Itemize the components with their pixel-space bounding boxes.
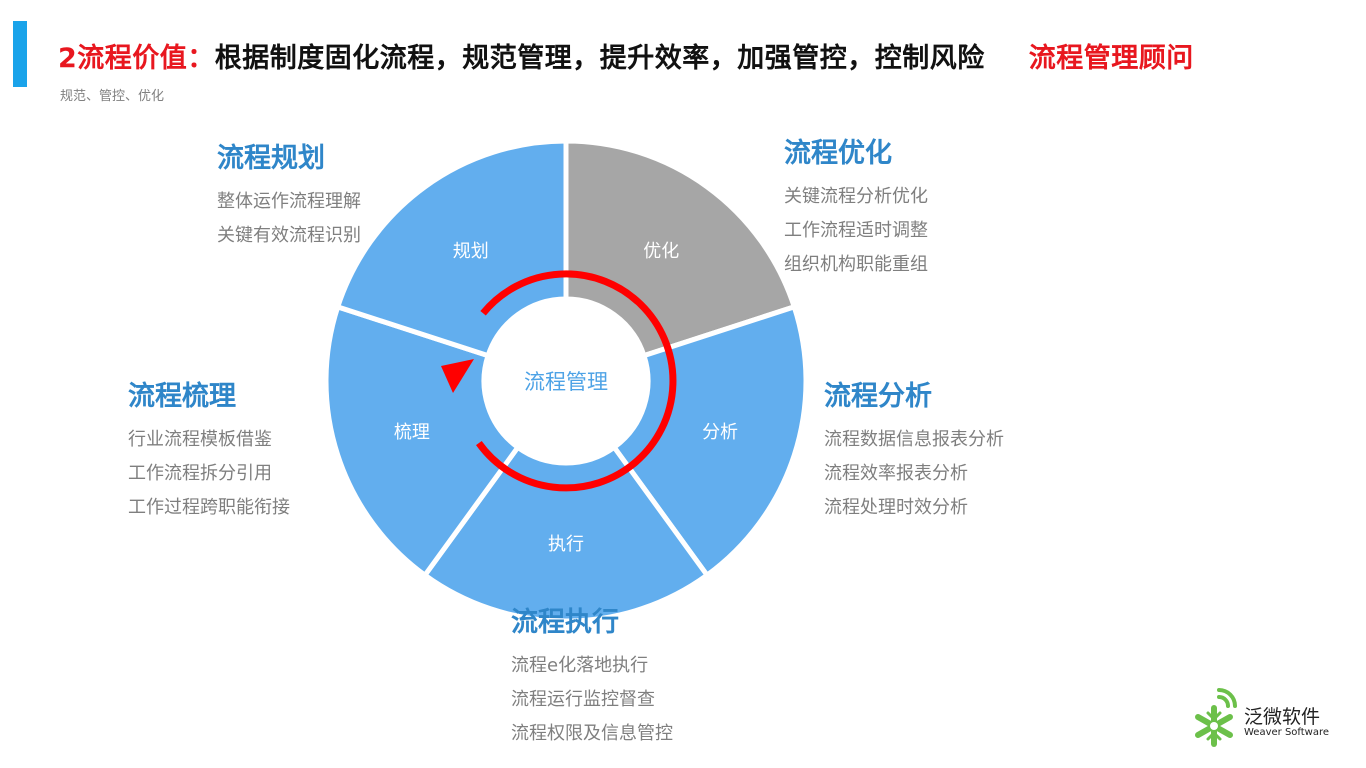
- wheel-segment-label: 执行: [548, 534, 584, 555]
- block-optimize-title: 流程优化: [784, 138, 892, 169]
- title-main: 根据制度固化流程，规范管理，提升效率，加强管控，控制风险: [214, 43, 985, 74]
- block-optimize-item: 组织机构职能重组: [784, 254, 928, 275]
- wheel-segment-label: 分析: [702, 422, 738, 443]
- block-execution-item: 流程运行监控督查: [511, 689, 655, 710]
- page-title: 2流程价值：根据制度固化流程，规范管理，提升效率，加强管控，控制风险 流程管理顾问: [58, 36, 1194, 75]
- title-tag: 流程管理顾问: [1028, 43, 1194, 74]
- wheel-center-label: 流程管理: [524, 370, 608, 394]
- block-planning-item: 整体运作流程理解: [217, 191, 361, 212]
- block-execution: 流程执行 流程e化落地执行 流程运行监控督查 流程权限及信息管控: [511, 600, 673, 751]
- block-analysis-item: 流程数据信息报表分析: [824, 429, 1004, 450]
- title-prefix: 2流程价值：: [58, 43, 215, 74]
- cycle-arrow-arc: [476, 270, 677, 492]
- cycle-arrow-head: [441, 359, 474, 393]
- logo-name-en: Weaver Software: [1244, 727, 1330, 738]
- block-sorting: 流程梳理 行业流程模板借鉴 工作流程拆分引用 工作过程跨职能衔接: [128, 374, 290, 525]
- block-analysis-item: 流程效率报表分析: [824, 463, 968, 484]
- accent-bar: [13, 21, 27, 87]
- page-subtitle: 规范、管控、优化: [60, 89, 165, 104]
- wheel-segment-label: 规划: [453, 241, 489, 262]
- block-optimize-item: 关键流程分析优化: [784, 186, 928, 207]
- block-optimize: 流程优化 关键流程分析优化 工作流程适时调整 组织机构职能重组: [784, 131, 928, 282]
- wheel-segment-label: 优化: [643, 241, 679, 262]
- weaver-logo: 泛微软件 Weaver Software: [1192, 686, 1342, 752]
- wheel-segments: [323, 138, 809, 624]
- wheel-segment-label: 梳理: [394, 422, 430, 443]
- block-execution-title: 流程执行: [511, 607, 619, 638]
- block-planning-item: 关键有效流程识别: [217, 225, 361, 246]
- block-execution-item: 流程权限及信息管控: [511, 723, 673, 744]
- cycle-arrow: [441, 270, 677, 492]
- block-sorting-item: 工作流程拆分引用: [128, 463, 272, 484]
- block-planning-title: 流程规划: [217, 143, 325, 174]
- block-sorting-title: 流程梳理: [128, 381, 236, 412]
- block-sorting-item: 行业流程模板借鉴: [128, 429, 272, 450]
- logo-name-cn: 泛微软件: [1244, 706, 1321, 728]
- block-execution-item: 流程e化落地执行: [511, 655, 649, 676]
- block-analysis: 流程分析 流程数据信息报表分析 流程效率报表分析 流程处理时效分析: [824, 374, 1004, 525]
- wheel-center-hole: [484, 299, 648, 463]
- block-analysis-item: 流程处理时效分析: [824, 497, 968, 518]
- block-analysis-title: 流程分析: [824, 381, 932, 412]
- block-optimize-item: 工作流程适时调整: [784, 220, 928, 241]
- block-planning: 流程规划 整体运作流程理解 关键有效流程识别: [217, 136, 361, 253]
- block-sorting-item: 工作过程跨职能衔接: [128, 497, 290, 518]
- weaver-logo-icon: [1195, 688, 1237, 747]
